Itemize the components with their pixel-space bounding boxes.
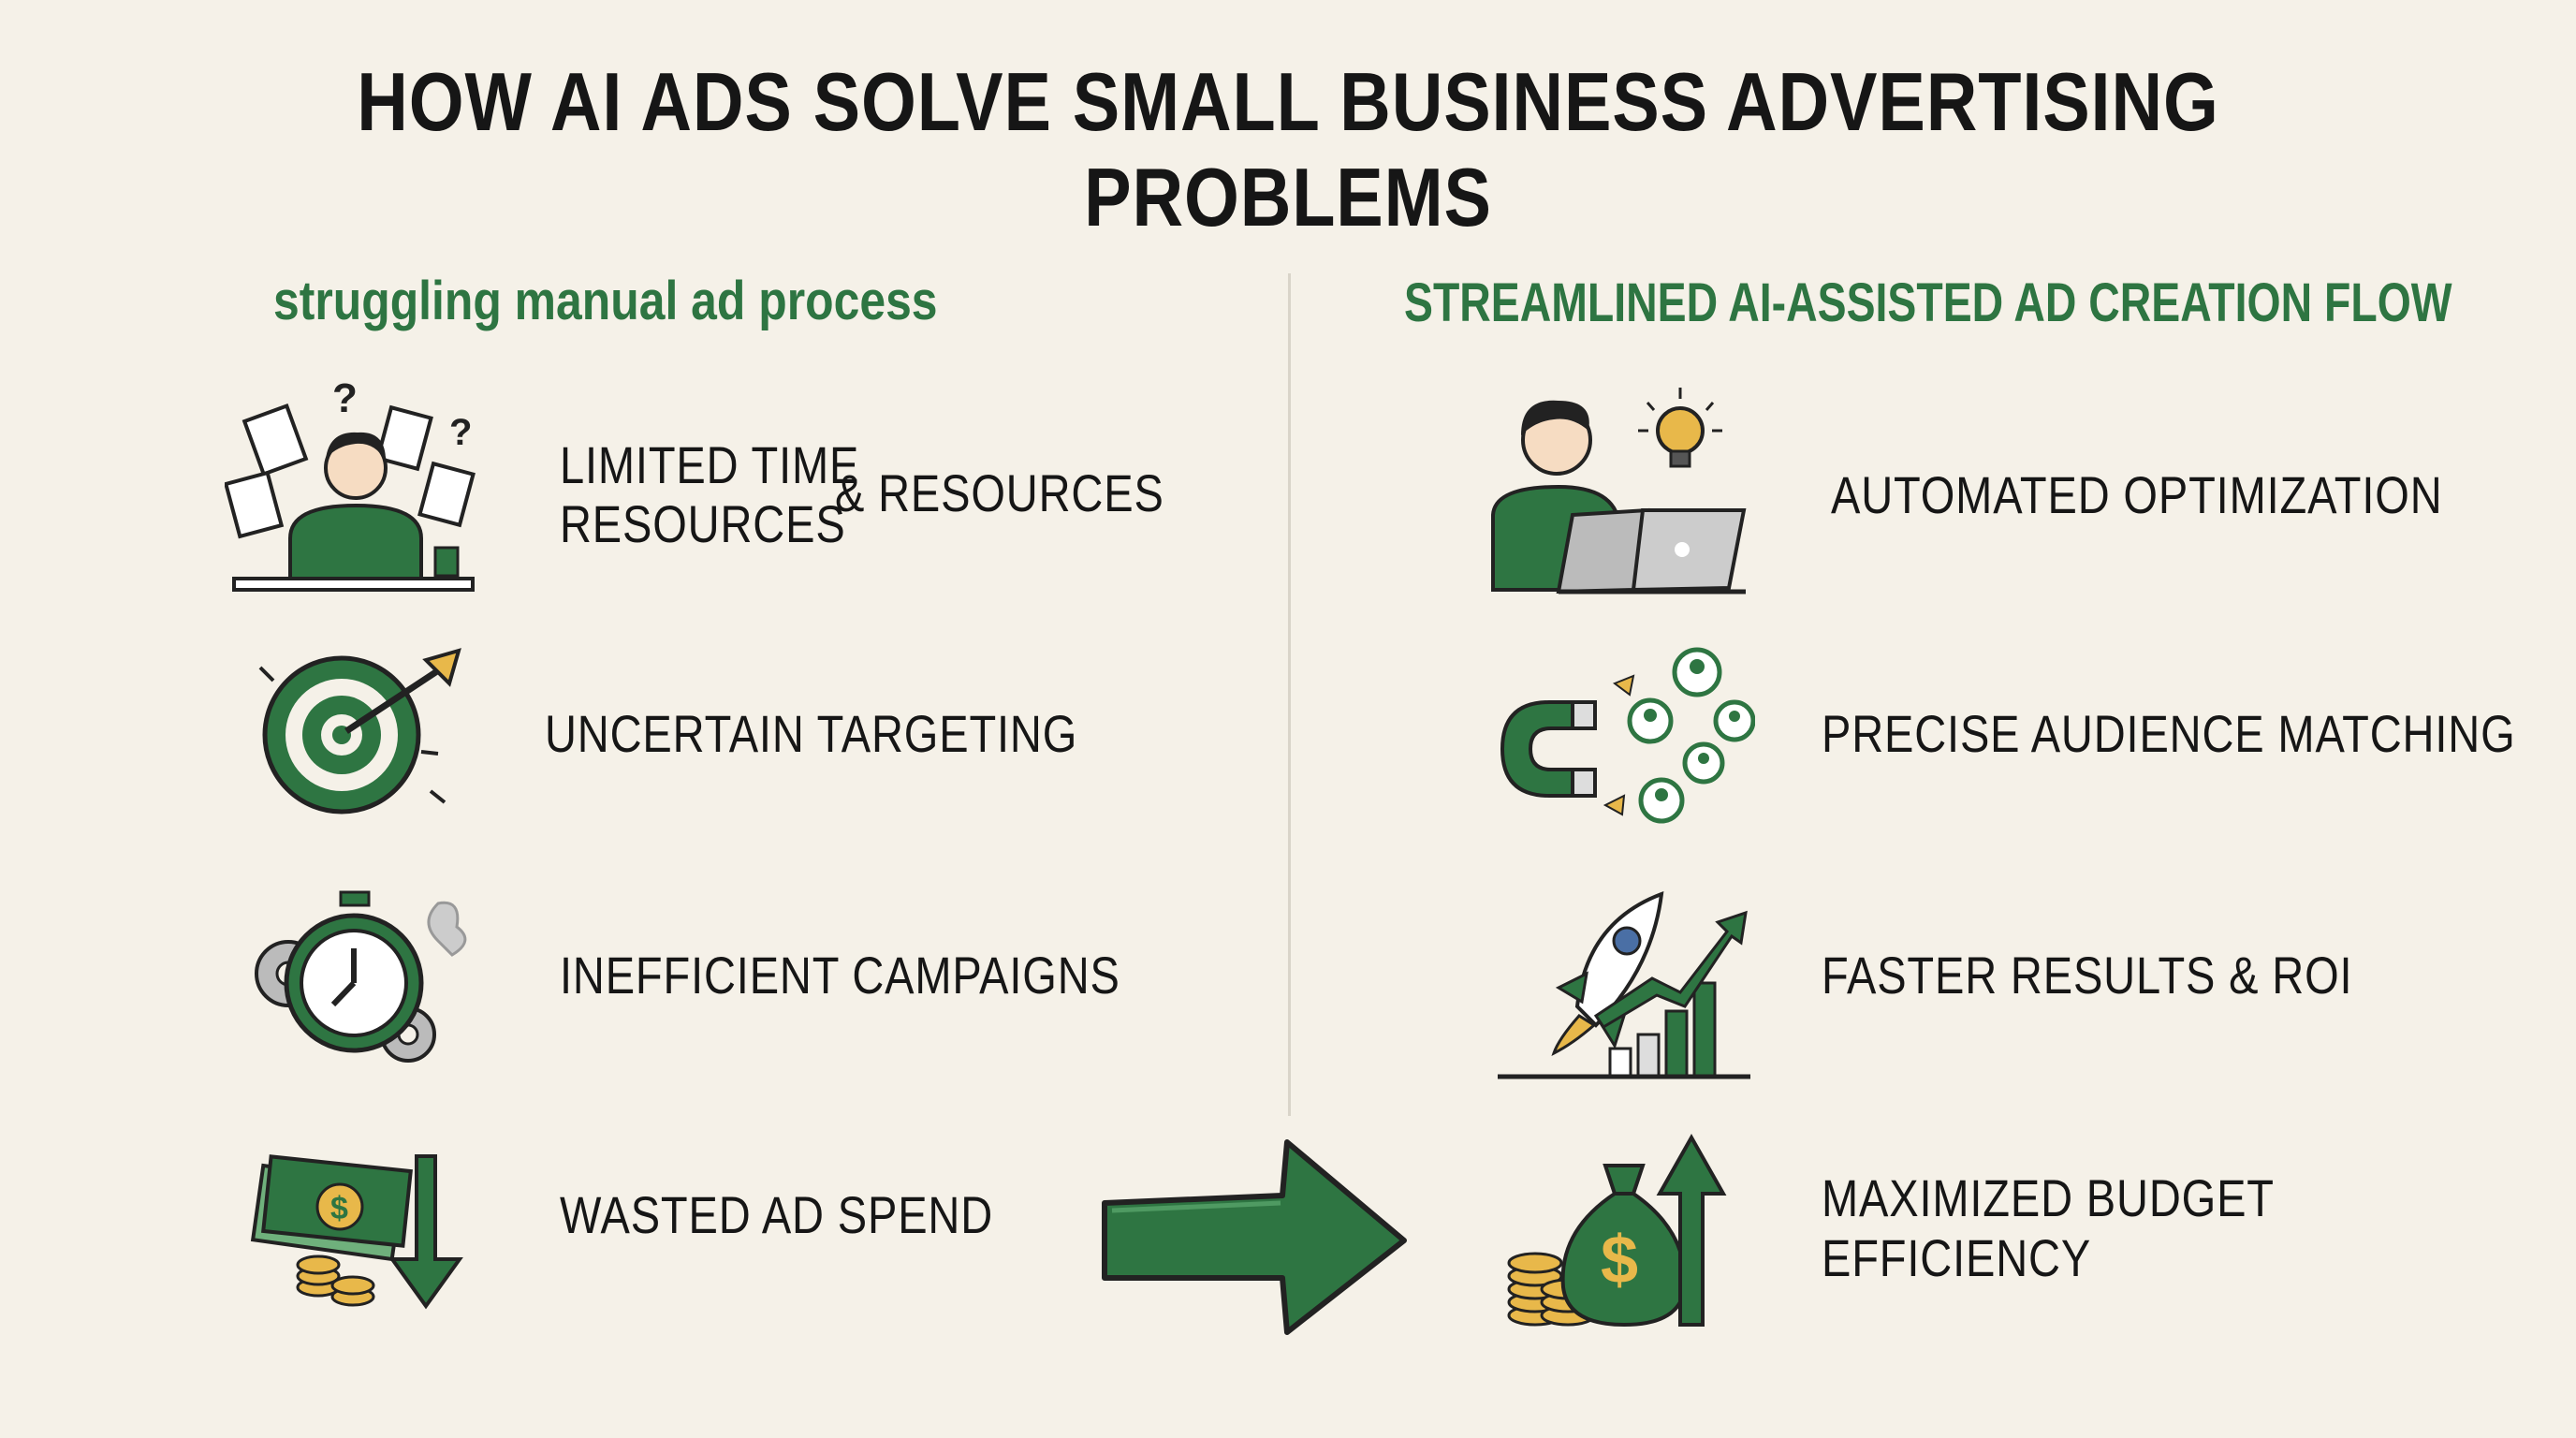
label-and-resources: & RESOURCES	[835, 463, 1164, 522]
stopwatch-gears-icon	[255, 890, 467, 1063]
page-title: HOW AI ADS SOLVE SMALL BUSINESS ADVERTIS…	[357, 55, 2219, 243]
magnet-audience-icon	[1500, 647, 1755, 824]
label-wasted-ad-spend: WASTED AD SPEND	[560, 1185, 994, 1244]
left-column-heading: struggling manual ad process	[273, 271, 938, 331]
column-divider	[1288, 273, 1291, 1116]
label-inefficient-campaigns: INEFFICIENT CAMPAIGNS	[560, 946, 1120, 1005]
target-icon	[258, 648, 461, 814]
rocket-growth-icon	[1498, 890, 1750, 1079]
label-precise-audience-matching: PRECISE AUDIENCE MATCHING	[1822, 704, 2516, 763]
right-column-heading: STREAMLINED AI-ASSISTED AD CREATION FLOW	[1404, 272, 2452, 333]
label-uncertain-targeting: UNCERTAIN TARGETING	[545, 704, 1078, 763]
svg-text:$: $	[1601, 1223, 1638, 1298]
label-resources: RESOURCES	[560, 494, 846, 553]
svg-text:$: $	[330, 1191, 348, 1226]
label-limited-time: LIMITED TIME	[560, 435, 860, 494]
label-maximized-budget: MAXIMIZED BUDGET	[1822, 1168, 2275, 1227]
money-down-icon: $	[250, 1154, 463, 1310]
transition-arrow-icon	[1102, 1139, 1407, 1335]
person-laptop-idea-icon	[1491, 388, 1747, 594]
money-bag-up-icon: $	[1507, 1133, 1727, 1328]
stressed-person-icon: ? ?	[225, 375, 476, 592]
svg-text:?: ?	[449, 412, 472, 453]
label-automated-optimization: AUTOMATED OPTIMIZATION	[1831, 465, 2443, 524]
label-faster-results-roi: FASTER RESULTS & ROI	[1822, 946, 2353, 1005]
label-efficiency: EFFICIENCY	[1822, 1228, 2092, 1287]
svg-text:?: ?	[332, 375, 358, 421]
